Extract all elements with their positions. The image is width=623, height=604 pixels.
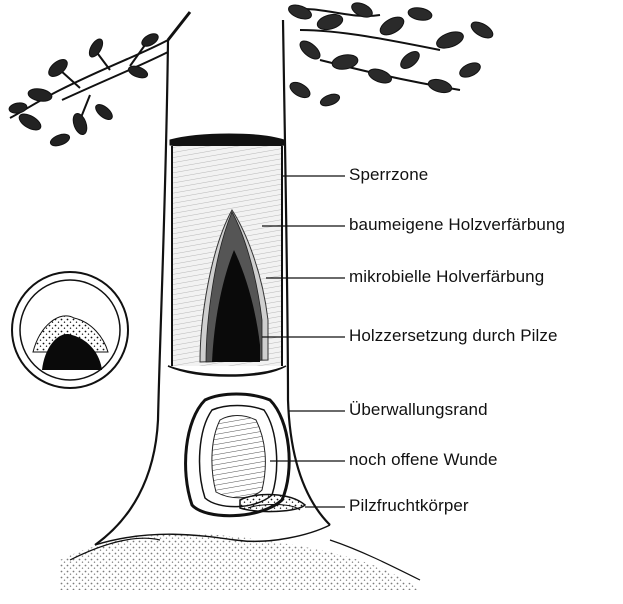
foliage-right bbox=[288, 2, 494, 107]
label-sperrzone: Sperrzone bbox=[349, 165, 429, 184]
label-offene-wunde: noch offene Wunde bbox=[349, 450, 498, 469]
leaves-left bbox=[8, 33, 159, 147]
fungus-fruiting-body bbox=[239, 493, 307, 513]
label-mikrobielle-holverfaerbung: mikrobielle Holverfärbung bbox=[349, 267, 545, 286]
ground bbox=[60, 534, 420, 590]
decay-core bbox=[212, 250, 260, 362]
cross-section-inset bbox=[11, 271, 129, 389]
branch-left bbox=[9, 11, 192, 121]
label-pilzfruchtkoerper: Pilzfruchtkörper bbox=[349, 496, 469, 515]
label-ueberwallungsrand: Überwallungsrand bbox=[349, 400, 488, 419]
label-baumeigene-holzverfaerbung: baumeigene Holzverfärbung bbox=[349, 215, 566, 234]
label-holzzersetzung: Holzzersetzung durch Pilze bbox=[349, 326, 558, 345]
leader-lines bbox=[262, 175, 345, 508]
section-bottom bbox=[167, 365, 287, 377]
